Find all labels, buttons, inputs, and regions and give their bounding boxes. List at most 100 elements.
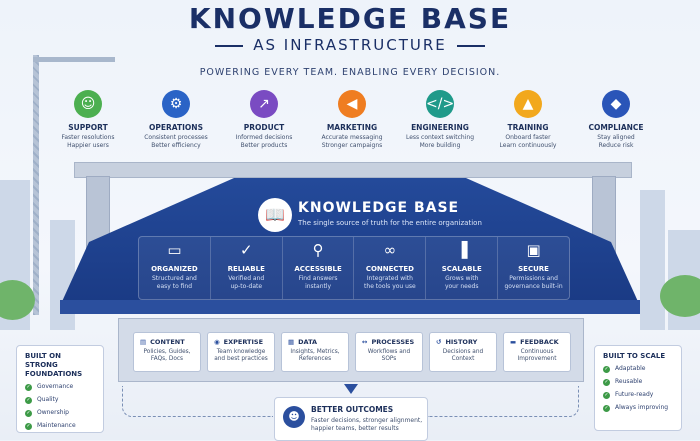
outcome-desc: Faster decisions, stronger alignment, ha… — [311, 417, 423, 432]
team-name: ENGINEERING — [411, 123, 469, 132]
content-name: ▬FEEDBACK — [510, 338, 570, 346]
content-label: PROCESSES — [371, 338, 415, 346]
skyline-building — [640, 190, 665, 330]
scale-item-label: Adaptable — [615, 365, 646, 372]
feature-name: ACCESSIBLE — [294, 265, 342, 273]
foundations-box: BUILT ON STRONG FOUNDATIONS ✓Governance✓… — [16, 345, 104, 433]
content-name: ▦DATA — [288, 338, 348, 346]
foundation-item: ✓ Quality — [25, 396, 95, 405]
page-title: KNOWLEDGE BASE — [188, 2, 512, 35]
check-icon: ✓ — [25, 384, 32, 391]
subtitle-rule — [215, 44, 244, 47]
team-name: COMPLIANCE — [588, 123, 644, 132]
tree — [0, 280, 35, 320]
content-label: FEEDBACK — [520, 338, 559, 346]
feature-name: RELIABLE — [227, 265, 265, 273]
bar-chart-icon: ▐ — [455, 241, 468, 259]
database-icon: ▦ — [288, 338, 295, 346]
chart-icon: ↗ — [250, 90, 278, 118]
document-icon: ▤ — [140, 338, 147, 346]
connector-left — [122, 386, 273, 417]
lock-icon: ▣ — [526, 241, 541, 259]
foundation-item: ✓ Governance — [25, 383, 95, 392]
kb-title: KNOWLEDGE BASE — [298, 200, 460, 216]
crane-tower — [33, 55, 39, 315]
book-icon: 📖 — [258, 198, 292, 232]
foundation-item: ✓ Maintenance — [25, 422, 95, 431]
foundation-item-label: Ownership — [37, 409, 69, 416]
content-name: ↺HISTORY — [436, 338, 496, 346]
shield-check-icon: ✓ — [239, 241, 253, 259]
subtitle-text: AS INFRASTRUCTURE — [253, 36, 447, 54]
code-icon: </> — [426, 90, 454, 118]
graduation-cap-icon: ▲ — [514, 90, 542, 118]
check-icon: ✓ — [25, 423, 32, 430]
team-name: TRAINING — [507, 123, 549, 132]
scale-title: BUILT TO SCALE — [603, 352, 666, 360]
link-icon: ∞ — [383, 241, 397, 259]
feature-name: ORGANIZED — [151, 265, 198, 273]
content-desc: Policies, Guides,FAQs, Docs — [143, 349, 191, 362]
foundation-item-label: Governance — [37, 383, 74, 390]
chat-icon: ▬ — [510, 338, 517, 346]
outcome-title: BETTER OUTCOMES — [311, 405, 394, 414]
scale-box: BUILT TO SCALE ✓Adaptable✓Reusable✓Futur… — [594, 345, 682, 431]
folder-icon: ▭ — [167, 241, 182, 259]
foundation-item-label: Maintenance — [37, 422, 76, 429]
content-label: HISTORY — [445, 338, 478, 346]
shield-icon: ◆ — [602, 90, 630, 118]
content-name: ◉EXPERTISE — [214, 338, 274, 346]
scale-item: ✓Adaptable — [603, 365, 673, 374]
foundation-item: ✓ Ownership — [25, 409, 95, 418]
workflow-icon: ↔ — [362, 338, 368, 346]
floor-slab — [60, 300, 640, 314]
feature-name: CONNECTED — [365, 265, 414, 273]
person-icon: ◉ — [214, 338, 220, 346]
scale-item: ✓Always improving — [603, 404, 673, 413]
tree — [660, 275, 700, 317]
subtitle-rule — [456, 44, 485, 47]
check-icon: ✓ — [25, 410, 32, 417]
content-desc: Insights, Metrics,References — [290, 349, 340, 362]
down-arrow-icon — [344, 384, 358, 394]
crane-arm — [33, 57, 115, 62]
scale-item-label: Future-ready — [615, 391, 654, 398]
scale-item: ✓Reusable — [603, 378, 673, 387]
team-name: SUPPORT — [68, 123, 108, 132]
feature-name: SCALABLE — [441, 265, 482, 273]
scale-item: ✓Future-ready — [603, 391, 673, 400]
team-name: MARKETING — [326, 123, 378, 132]
check-icon: ✓ — [603, 379, 610, 386]
check-icon: ✓ — [25, 397, 32, 404]
foundation-item-label: Quality — [37, 396, 59, 403]
